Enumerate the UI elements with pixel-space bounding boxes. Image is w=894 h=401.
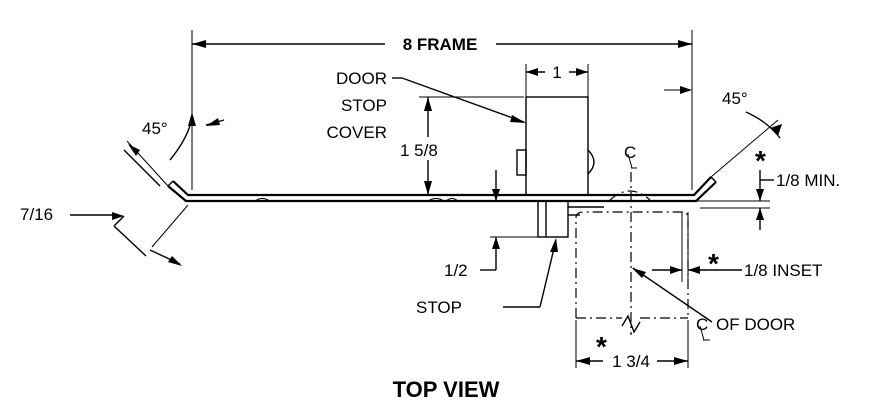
frame-width-dimension: 8 FRAME (191, 30, 693, 190)
centerline-marker: C (624, 143, 637, 335)
cover-depth-dimension: 1 5/8 (400, 96, 524, 195)
inset-label: 1/8 INSET (744, 261, 822, 280)
door-thickness-dimension: * 1 3/4 (575, 320, 689, 371)
flange-label: 7/16 (20, 205, 53, 224)
min-gap-label: 1/8 MIN. (776, 171, 840, 190)
door-stop-cover-label-line2: STOP (341, 96, 387, 115)
left-angle-dimension: 45° (142, 112, 225, 161)
door-stop-cover-label-line3: COVER (327, 123, 387, 142)
cover-width-label: 1 (552, 63, 561, 82)
inset-dimension: * 1/8 INSET (652, 212, 822, 282)
right-angle-label: 45° (722, 89, 748, 108)
door-phantom (575, 190, 689, 334)
cover-depth-label: 1 5/8 (400, 141, 438, 160)
min-gap-dimension: * 1/8 MIN. (696, 145, 840, 230)
flange-dimension: 7/16 (20, 140, 189, 266)
stop-depth-dimension: 1/2 (444, 170, 538, 280)
stop-label: STOP (416, 298, 462, 317)
door-centerline-label: OF DOOR (716, 315, 795, 334)
frame-profile (167, 176, 717, 203)
door-thickness-label: 1 3/4 (612, 352, 650, 371)
cover-width-dimension: 1 (525, 63, 589, 97)
door-stop-cover-callout: DOOR STOP COVER (327, 69, 526, 142)
centerline-symbol: C (624, 143, 636, 162)
min-gap-asterisk: * (755, 145, 766, 176)
stop-depth-label: 1/2 (444, 261, 468, 280)
door-stop-cover (516, 96, 595, 196)
right-angle-dimension: 45° (664, 85, 782, 178)
left-angle-label: 45° (142, 119, 168, 138)
drawing-title: TOP VIEW (393, 377, 500, 401)
stop-member (537, 200, 604, 238)
door-centerline-symbol: C (696, 315, 708, 334)
stop-callout: STOP (416, 238, 558, 317)
door-thickness-asterisk: * (596, 331, 607, 362)
inset-asterisk: * (708, 248, 719, 279)
frame-width-label: 8 FRAME (403, 35, 478, 54)
door-stop-cover-label-line1: DOOR (336, 69, 387, 88)
door-centerline-callout: C OF DOOR (632, 267, 795, 341)
